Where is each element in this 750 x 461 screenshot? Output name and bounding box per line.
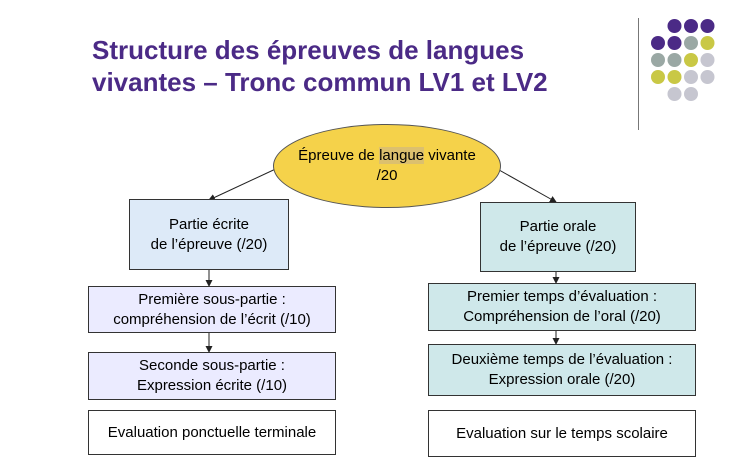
slide-title: Structure des épreuves de langues vivant… (92, 34, 612, 98)
decorative-dot (667, 19, 682, 33)
decorative-dot (651, 36, 665, 50)
title-line-2: vivantes – Tronc commun LV1 et LV2 (92, 67, 548, 97)
right-eval-box: Evaluation sur le temps scolaire (428, 410, 696, 457)
decorative-dot (651, 53, 665, 67)
left-sub1-box: Première sous-partie : compréhension de … (88, 286, 336, 333)
root-node-line-1: Épreuve de langue vivante (298, 147, 476, 164)
connector-root-right (491, 165, 557, 203)
root-node-highlight: langue (379, 147, 425, 164)
right-part-box: Partie orale de l’épreuve (/20) (480, 202, 636, 272)
decorative-dot (684, 53, 698, 67)
root-node-line-2: /20 (376, 167, 398, 184)
left-sub2-box: Seconde sous-partie : Expression écrite … (88, 352, 336, 400)
decorative-dot (684, 70, 698, 84)
title-line-1: Structure des épreuves de langues (92, 35, 525, 65)
right-sub1-box: Premier temps d’évaluation : Compréhensi… (428, 283, 696, 331)
decorative-vertical-line (638, 18, 639, 130)
decorative-dot (700, 53, 715, 67)
decorative-dot (684, 36, 698, 50)
root-node-ellipse: Épreuve de langue vivante /20 (273, 124, 501, 208)
decorative-dot-grid (651, 19, 715, 101)
decorative-dot (684, 87, 698, 101)
decorative-dot (700, 36, 715, 50)
decorative-dot (700, 70, 715, 84)
decorative-dot (667, 53, 682, 67)
decorative-dot (700, 19, 715, 33)
decorative-dot (684, 19, 698, 33)
left-part-box: Partie écrite de l’épreuve (/20) (129, 199, 289, 270)
connector-root-left (208, 165, 283, 201)
right-sub2-box: Deuxième temps de l’évaluation : Express… (428, 344, 696, 396)
decorative-dot (651, 70, 665, 84)
left-eval-box: Evaluation ponctuelle terminale (88, 410, 336, 455)
decorative-dot (667, 87, 682, 101)
decorative-dot (667, 36, 682, 50)
decorative-dot (667, 70, 682, 84)
